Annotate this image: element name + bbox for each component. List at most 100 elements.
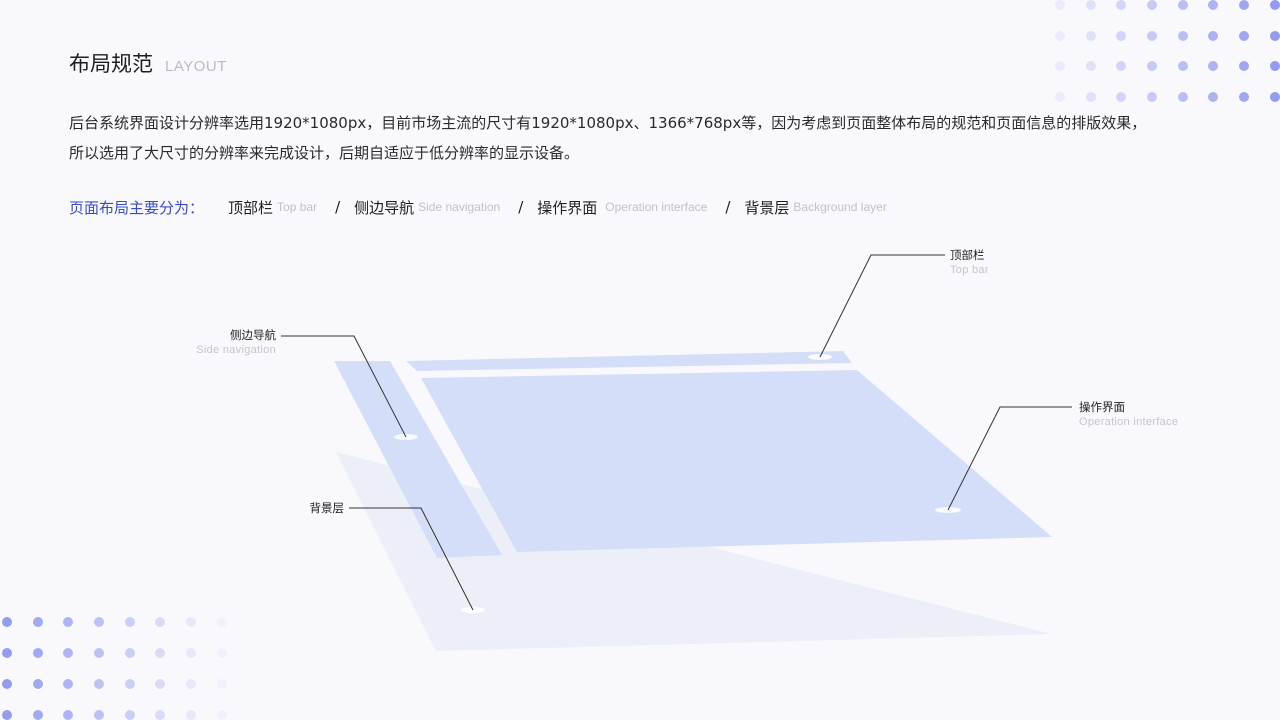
decorative-dot: [1208, 0, 1219, 10]
background-leader-line: [349, 507, 474, 611]
decorative-dot: [1177, 0, 1188, 10]
decorative-dot: [63, 679, 74, 689]
decorative-dot: [186, 710, 197, 720]
decorative-dot: [1177, 61, 1188, 71]
decorative-dot: [1269, 61, 1280, 71]
side-navigation-layer: [334, 361, 502, 558]
decorative-dot: [1239, 30, 1250, 41]
decorative-dot: [1116, 0, 1127, 10]
decorative-dot: [94, 679, 105, 689]
decorative-dot: [1147, 91, 1158, 102]
part-separator: /: [335, 198, 341, 216]
decorative-dot: [155, 679, 166, 689]
side-nav-leader-line: [281, 335, 407, 438]
top-bar-leader-line: [819, 254, 945, 358]
decorative-dot: [1147, 61, 1158, 71]
decorative-dot: [216, 617, 227, 627]
decorative-dot: [32, 648, 43, 658]
decorative-dot: [1269, 0, 1280, 10]
decorative-dot: [1116, 30, 1127, 41]
callout-side-nav-en: Side navigation: [196, 344, 276, 356]
layout-parts-list: 页面布局主要分为： 顶部栏 Top bar / 侧边导航 Side naviga…: [69, 194, 887, 220]
decorative-dot: [1085, 61, 1096, 71]
decorative-dot: [216, 648, 227, 658]
decorative-dot: [2, 679, 12, 689]
description-line-2: 所以选用了大尺寸的分辨率来完成设计，后期自适应于低分辨率的显示设备。: [69, 144, 580, 162]
decorative-dot: [186, 679, 197, 689]
decorative-dot: [2, 710, 12, 720]
decorative-dot: [63, 710, 74, 720]
decorative-dot: [1116, 61, 1127, 71]
decorative-dot: [32, 710, 43, 720]
decorative-dot: [1055, 61, 1065, 71]
decorative-dot: [1147, 0, 1158, 10]
callout-background: 背景层: [264, 500, 345, 516]
callout-operation-cn: 操作界面: [1079, 400, 1125, 414]
callout-operation: 操作界面 Operation interface: [1079, 399, 1178, 430]
decorative-dot: [1239, 0, 1250, 10]
decorative-dot: [1085, 91, 1096, 102]
page-title: 布局规范 LAYOUT: [69, 48, 227, 78]
decorative-dot: [1208, 30, 1219, 41]
description-paragraph: 后台系统界面设计分辨率选用1920*1080px，目前市场主流的尺寸有1920*…: [69, 108, 1219, 168]
decorative-dot: [1085, 30, 1096, 41]
callout-side-nav-cn: 侧边导航: [230, 328, 276, 342]
page-title-en: LAYOUT: [165, 58, 227, 75]
operation-interface-layer: [421, 370, 1052, 552]
decorative-dot: [186, 648, 197, 658]
decorative-dot: [1116, 91, 1127, 102]
callout-top-bar-en: Top bar: [950, 264, 989, 276]
layout-parts-label: 页面布局主要分为：: [69, 198, 205, 217]
description-line-1: 后台系统界面设计分辨率选用1920*1080px，目前市场主流的尺寸有1920*…: [69, 114, 1147, 132]
decorative-dot-grid-top-right: [1055, 0, 1280, 102]
decorative-dot: [1055, 91, 1065, 102]
decorative-dot: [1239, 91, 1250, 102]
decorative-dot: [1269, 91, 1280, 102]
part-background-en: Background layer: [793, 200, 887, 214]
part-side-nav-en: Side navigation: [418, 200, 501, 214]
decorative-dot: [124, 679, 135, 689]
decorative-dot: [124, 648, 135, 658]
decorative-dot: [2, 648, 12, 658]
top-bar-layer: [406, 351, 852, 371]
part-operation-cn: 操作界面: [537, 198, 598, 217]
decorative-dot: [1147, 30, 1158, 41]
part-separator: /: [518, 198, 524, 216]
part-top-bar-cn: 顶部栏: [228, 198, 274, 217]
decorative-dot: [1177, 30, 1188, 41]
callout-operation-en: Operation interface: [1079, 416, 1179, 428]
decorative-dot: [32, 679, 43, 689]
decorative-dot-grid-bottom-left: [2, 617, 227, 720]
decorative-dot: [1208, 91, 1219, 102]
decorative-dot: [124, 617, 135, 627]
decorative-dot: [186, 617, 197, 627]
decorative-dot: [124, 710, 135, 720]
part-separator: /: [725, 198, 731, 216]
part-side-nav-cn: 侧边导航: [354, 198, 415, 217]
decorative-dot: [94, 710, 105, 720]
decorative-dot: [1239, 61, 1250, 71]
decorative-dot: [1269, 30, 1280, 41]
operation-leader-line: [947, 406, 1072, 511]
callout-top-bar-cn: 顶部栏: [950, 248, 985, 262]
decorative-dot: [216, 710, 227, 720]
callout-background-cn: 背景层: [309, 501, 345, 515]
decorative-dot: [1055, 0, 1065, 10]
decorative-dot: [216, 679, 227, 689]
decorative-dot: [63, 617, 74, 627]
decorative-dot: [1177, 91, 1188, 102]
decorative-dot: [1055, 30, 1065, 41]
decorative-dot: [155, 617, 166, 627]
decorative-dot: [1208, 61, 1219, 71]
page-title-cn: 布局规范: [69, 52, 153, 76]
decorative-dot: [155, 710, 166, 720]
decorative-dot: [32, 617, 43, 627]
decorative-dot: [94, 648, 105, 658]
decorative-dot: [63, 648, 74, 658]
callout-top-bar: 顶部栏 Top bar: [950, 247, 989, 278]
callout-side-nav: 侧边导航 Side navigation: [176, 327, 276, 358]
part-top-bar-en: Top bar: [277, 200, 318, 214]
decorative-dot: [94, 617, 105, 627]
decorative-dot: [155, 648, 166, 658]
